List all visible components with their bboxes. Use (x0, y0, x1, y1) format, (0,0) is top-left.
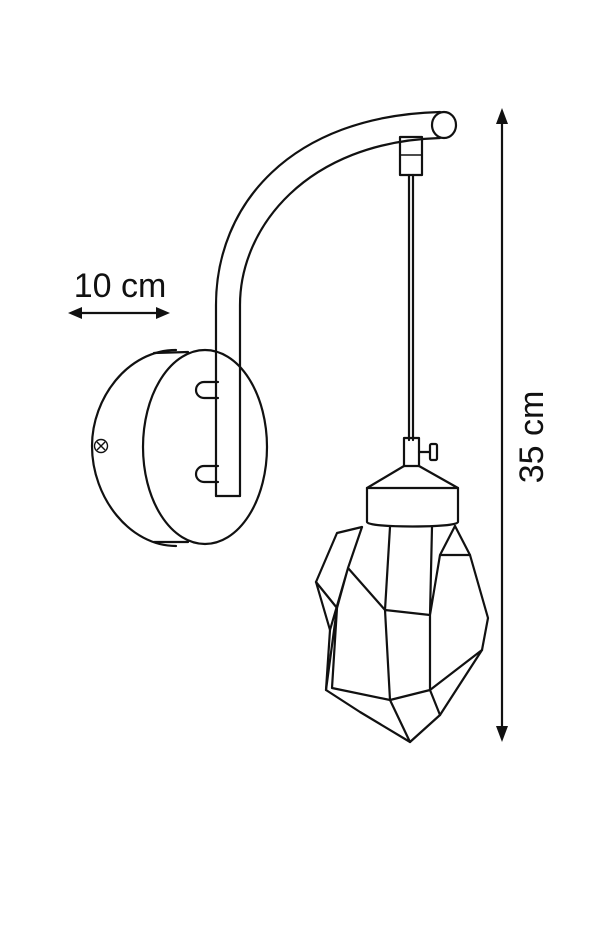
wall-plate (90, 348, 269, 548)
wall-plate-back-arc (90, 348, 178, 548)
faceted-glass-shade (314, 524, 490, 744)
adjust-knob (428, 442, 439, 462)
lower-peg (194, 464, 220, 484)
arm-tip-cap (430, 110, 458, 140)
cable-grip (398, 135, 424, 177)
width-label: 10 cm (74, 267, 167, 305)
upper-peg (194, 380, 220, 400)
width-arrow-left (68, 307, 82, 319)
height-label: 35 cm (513, 391, 551, 484)
screw-icon (93, 438, 109, 454)
holder-cup (365, 486, 460, 528)
pendant-suspension (398, 135, 424, 442)
holder-cone (365, 464, 460, 490)
wall-plate-face (141, 348, 269, 546)
arm-inner-edge (238, 136, 442, 498)
shade-outline (314, 524, 490, 744)
height-dimension: 35 cm (496, 108, 551, 742)
support-arm (214, 110, 458, 498)
arm-outer-edge (214, 110, 442, 498)
width-arrow-right (156, 307, 170, 319)
wall-plate-top-edge (152, 350, 190, 355)
lamp-holder (365, 436, 460, 528)
height-arrow-top (496, 108, 508, 124)
shade-facets (314, 524, 484, 744)
holder-neck (402, 436, 421, 468)
mounting-pegs (194, 380, 220, 484)
height-arrow-bottom (496, 726, 508, 742)
width-dimension: 10 cm (68, 267, 170, 319)
